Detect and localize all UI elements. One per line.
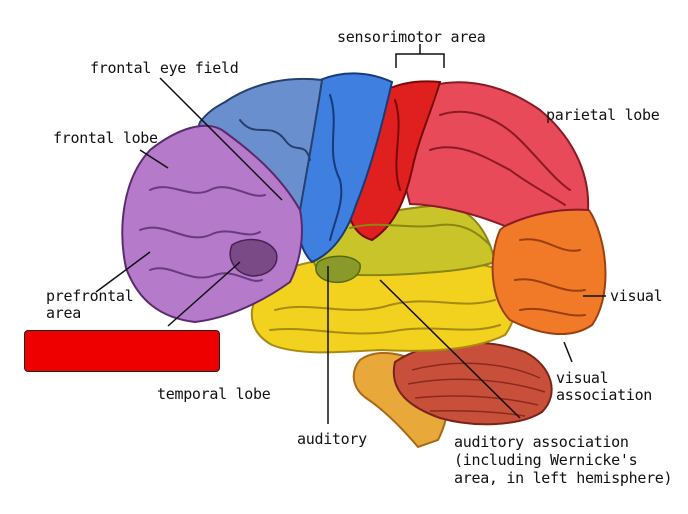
label-temporal-lobe: temporal lobe [157,385,271,403]
label-visual: visual [610,287,663,305]
label-prefrontal-line1: prefrontal [46,287,134,305]
prefrontal-dark-patch [229,238,278,277]
label-parietal-lobe: parietal lobe [546,106,660,124]
auditory-association-leader [379,279,521,419]
label-auditory-association-line3: area, in left hemisphere) [454,469,673,487]
prefrontal-leader [95,251,151,293]
label-sensorimotor-area: sensorimotor area [337,28,486,46]
frontal-eye-field-leader [159,77,283,201]
label-visual-association-line2: association [556,386,653,404]
masked-label-box [24,330,220,372]
label-auditory-association-line1: auditory association [454,433,629,451]
label-visual-association-line1: visual [556,369,609,387]
label-prefrontal-line2: area [46,304,81,322]
sensorimotor-bracket [395,44,445,68]
temporal-lobe-leader [167,261,241,327]
frontal-lobe-leader [139,149,169,169]
auditory-dark-patch [315,255,361,284]
label-auditory-association-line2: (including Wernicke's [454,451,638,469]
visual-association-leader [563,341,573,363]
label-auditory: auditory [297,430,367,448]
leader-lines [95,44,606,424]
gyri-texture [139,94,586,335]
label-frontal-lobe: frontal lobe [53,129,158,147]
label-frontal-eye-field: frontal eye field [90,59,239,77]
